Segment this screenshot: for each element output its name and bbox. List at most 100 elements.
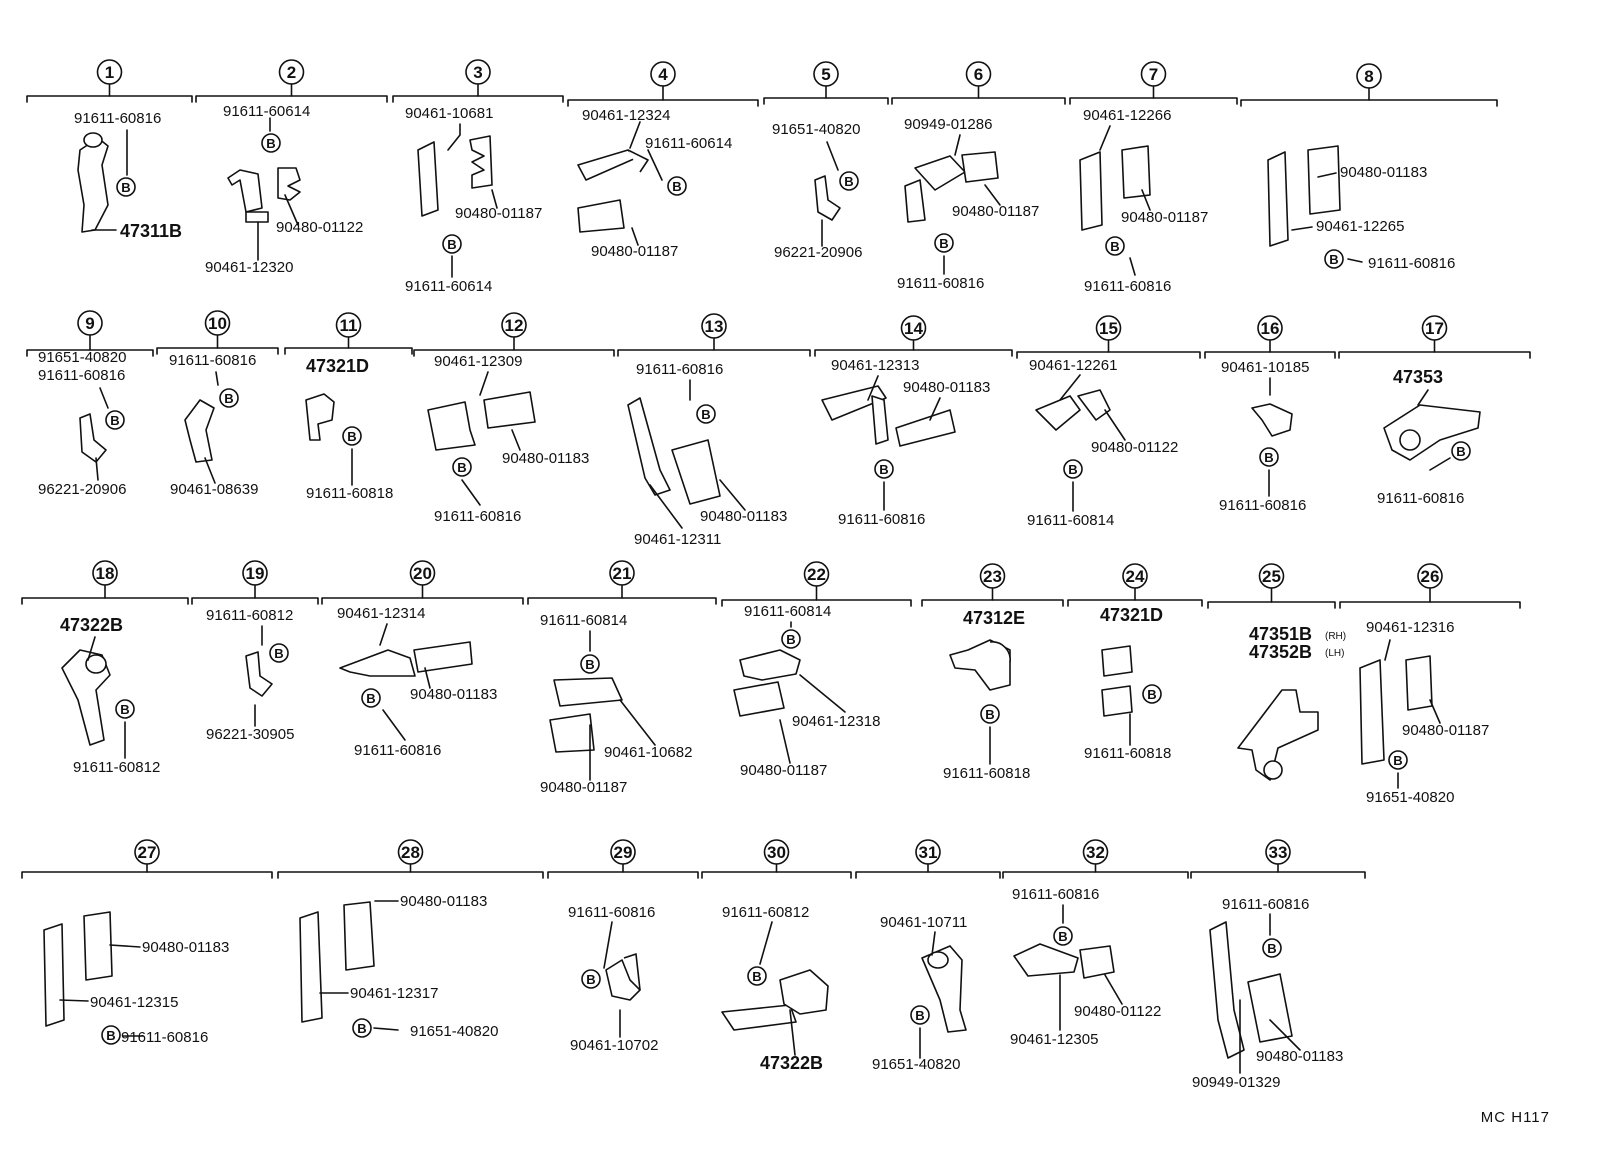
leader-line (647, 149, 663, 181)
part-number-label: 91651-40820 (38, 349, 126, 366)
b-symbol-circle (1063, 459, 1083, 479)
b-symbol: B (844, 174, 853, 189)
leader-line (1429, 457, 1451, 471)
item-number: 13 (705, 317, 724, 336)
leader-line (1384, 639, 1391, 661)
item-number: 32 (1086, 843, 1105, 862)
part-number-label: 90461-10681 (405, 105, 493, 122)
part-shape (733, 681, 785, 717)
part-shape (895, 409, 956, 447)
item-number-circle (204, 310, 231, 336)
b-symbol-circle (839, 171, 859, 191)
part-number-label: 91611-60816 (897, 275, 984, 292)
leader-line (1104, 409, 1126, 441)
part-number-label: 90949-01286 (904, 116, 992, 133)
part-shape (277, 167, 301, 201)
item-number-circle (1356, 63, 1382, 89)
part-number-label: (RH) (1325, 631, 1346, 642)
b-symbol: B (752, 969, 761, 984)
b-symbol: B (1329, 252, 1338, 267)
item-number-circle (1258, 563, 1285, 589)
part-number-label: 90480-01187 (591, 243, 678, 260)
part-shape (1263, 760, 1283, 780)
part-shape (1247, 973, 1293, 1043)
leader-line (1104, 974, 1123, 1005)
b-symbol: B (366, 691, 375, 706)
bracket (392, 95, 564, 103)
part-number-label: 47312E (963, 608, 1025, 628)
part-number-label: 90461-12316 (1366, 619, 1454, 636)
bracket (1190, 871, 1366, 879)
part-number-label: 47351B (1249, 624, 1312, 644)
part-shape (989, 641, 1011, 663)
bracket (814, 349, 1013, 357)
part-shape (83, 911, 113, 981)
part-number-label: 90461-12320 (205, 259, 293, 276)
bracket (567, 99, 759, 107)
item-number: 10 (208, 314, 227, 333)
item-number: 30 (767, 843, 786, 862)
part-shape (483, 391, 536, 429)
bracket (1338, 351, 1531, 359)
part-shape (927, 951, 949, 969)
bracket (195, 95, 388, 103)
part-shape (245, 211, 269, 223)
b-symbol: B (786, 632, 795, 647)
item-number-circle (1257, 315, 1283, 341)
b-symbol: B (939, 236, 948, 251)
part-shape (1251, 403, 1293, 437)
part-number-label: 90480-01183 (1340, 164, 1427, 181)
part-shape (427, 401, 476, 451)
item-number: 18 (96, 564, 115, 583)
b-symbol: B (672, 179, 681, 194)
item-number: 33 (1269, 843, 1288, 862)
leader-line (619, 699, 656, 746)
item-number-circle (242, 560, 268, 586)
leader-line (1269, 1019, 1301, 1051)
part-number-label: 91611-60814 (540, 612, 627, 629)
part-shape (305, 393, 335, 441)
item-number-circle (915, 839, 941, 865)
leader-line (373, 1027, 399, 1031)
b-symbol-circle (352, 1018, 372, 1038)
item-number: 12 (505, 316, 524, 335)
item-number-circle (610, 839, 636, 865)
part-shape (1307, 145, 1341, 215)
part-shape (1237, 689, 1319, 781)
part-number-label: 90949-01329 (1192, 1074, 1280, 1091)
b-symbol-circle (1324, 249, 1344, 269)
part-number-label: 90461-12261 (1029, 357, 1117, 374)
leader-line (109, 944, 141, 948)
leader-line (789, 1009, 796, 1056)
part-number-label: 90461-12313 (831, 357, 919, 374)
b-symbol-circle (219, 388, 239, 408)
part-shape (43, 923, 65, 1027)
part-number-label: (LH) (1325, 648, 1344, 659)
bracket (1204, 351, 1336, 359)
part-shape (549, 713, 595, 753)
part-number-label: 90480-01122 (1074, 1003, 1161, 1020)
b-symbol: B (915, 1008, 924, 1023)
part-number-label: 90461-12311 (634, 531, 721, 548)
b-symbol: B (701, 407, 710, 422)
part-number-label: 90480-01187 (740, 762, 827, 779)
leader-line (1099, 125, 1111, 151)
part-shape (553, 677, 623, 707)
part-number-label: 90480-01122 (276, 219, 363, 236)
leader-line (99, 387, 109, 409)
part-number-label: 90461-10702 (570, 1037, 658, 1054)
part-number-label: 90480-01183 (400, 893, 487, 910)
part-number-label: 90461-10185 (1221, 359, 1309, 376)
bracket (617, 349, 811, 357)
part-number-label: 90461-12317 (350, 985, 438, 1002)
leader-line (511, 429, 521, 451)
